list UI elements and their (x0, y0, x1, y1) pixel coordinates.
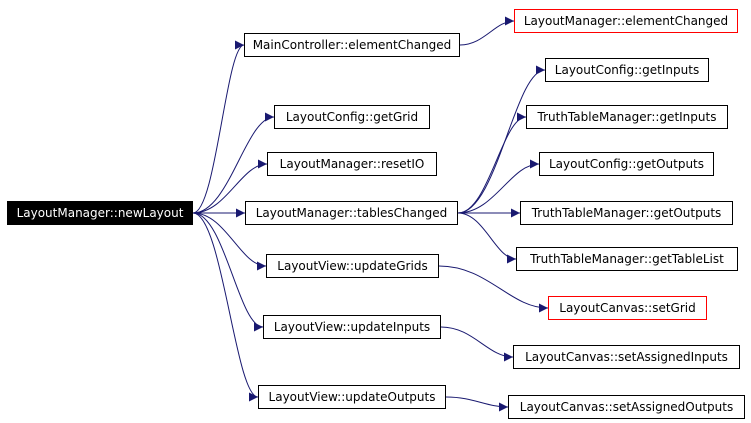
edge-root-to-lv_updateInputs (192, 212, 264, 332)
edge-mc_elementChanged-to-lm_elementChanged (459, 16, 515, 46)
node-truthtablemanager-getoutputs[interactable]: TruthTableManager::getOutputs (520, 201, 733, 225)
edge-root-to-mc_elementChanged (192, 40, 245, 214)
edge-lm_tablesChanged-to-lc_getInputs (457, 65, 546, 214)
edge-root-to-lc_getGrid (192, 112, 275, 214)
node-layoutview-updateoutputs[interactable]: LayoutView::updateOutputs (258, 385, 446, 409)
node-layoutmanager-tableschanged[interactable]: LayoutManager::tablesChanged (245, 201, 458, 225)
edge-lv_updateGrids-to-lcv_setGrid (438, 265, 549, 313)
edge-lm_tablesChanged-to-lc_getOutputs (457, 159, 540, 214)
edge-root-to-lv_updateGrids (192, 212, 267, 271)
node-truthtablemanager-gettablelist[interactable]: TruthTableManager::getTableList (516, 247, 738, 271)
edge-lv_updateOutputs-to-lcv_setAssignedOutputs (445, 396, 509, 412)
node-layoutmanager-newlayout: LayoutManager::newLayout (7, 201, 193, 225)
node-layoutconfig-getoutputs[interactable]: LayoutConfig::getOutputs (539, 152, 714, 176)
edge-lm_tablesChanged-to-ttm_getInputs (457, 112, 527, 214)
node-layoutcanvas-setassignedinputs[interactable]: LayoutCanvas::setAssignedInputs (513, 345, 740, 369)
edge-lv_updateInputs-to-lcv_setAssignedInputs (440, 326, 514, 362)
node-truthtablemanager-getinputs[interactable]: TruthTableManager::getInputs (526, 105, 728, 129)
edge-root-to-lv_updateOutputs (192, 212, 259, 402)
node-maincontroller-elementchanged[interactable]: MainController::elementChanged (244, 33, 460, 57)
node-layoutmanager-resetio[interactable]: LayoutManager::resetIO (267, 152, 437, 176)
edge-lm_tablesChanged-to-ttm_getTableList (457, 212, 517, 264)
node-layoutcanvas-setgrid[interactable]: LayoutCanvas::setGrid (548, 296, 707, 320)
node-layoutconfig-getinputs[interactable]: LayoutConfig::getInputs (545, 58, 709, 82)
node-layoutconfig-getgrid[interactable]: LayoutConfig::getGrid (274, 105, 430, 129)
edge-root-to-lm_resetIO (192, 159, 268, 214)
node-layoutview-updategrids[interactable]: LayoutView::updateGrids (266, 254, 439, 278)
node-layoutview-updateinputs[interactable]: LayoutView::updateInputs (263, 315, 441, 339)
node-layoutcanvas-setassignedoutputs[interactable]: LayoutCanvas::setAssignedOutputs (508, 395, 745, 419)
node-layoutmanager-elementchanged[interactable]: LayoutManager::elementChanged (514, 9, 738, 33)
